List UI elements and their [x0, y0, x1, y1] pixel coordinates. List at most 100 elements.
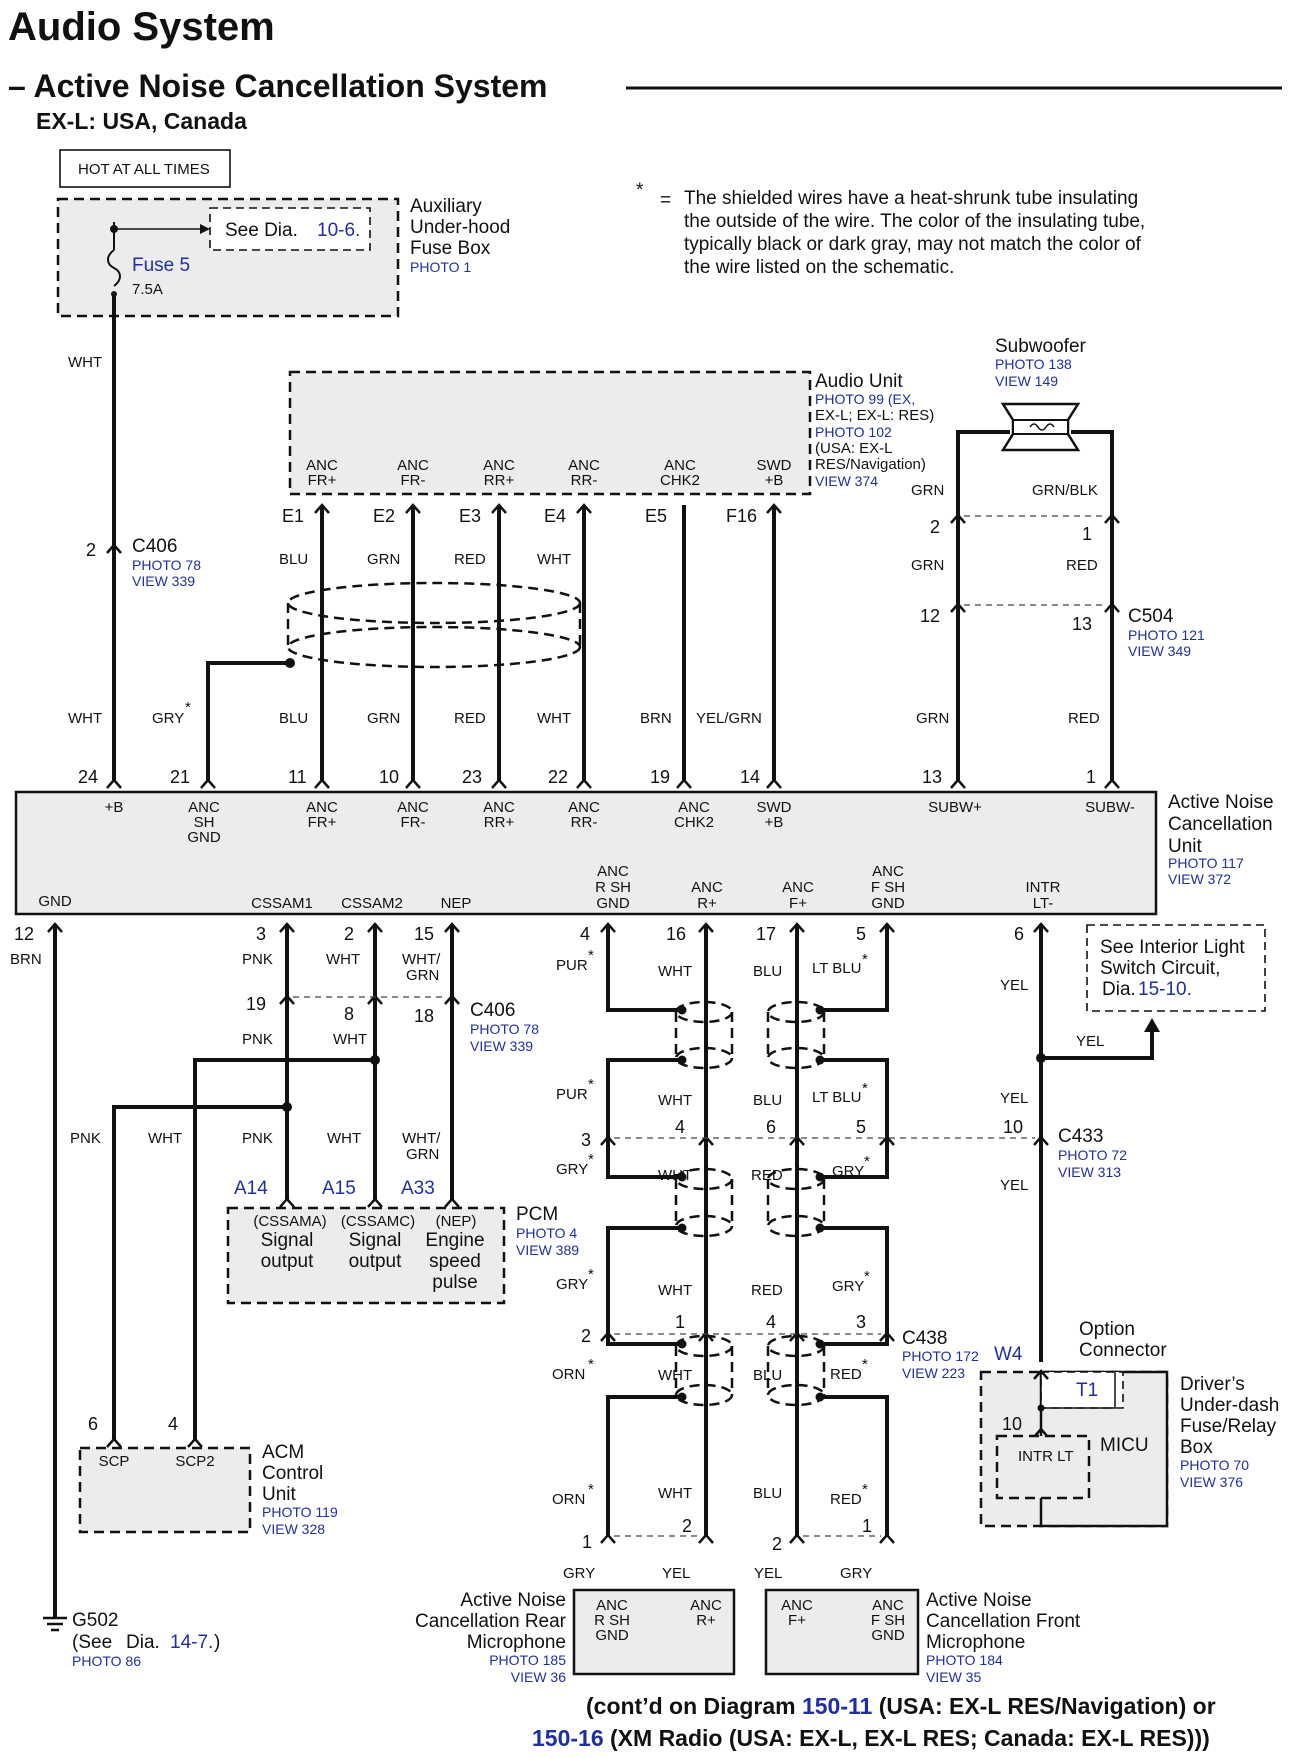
- page-subtitle: – Active Noise Cancellation System: [8, 68, 547, 104]
- svg-text:*: *: [636, 180, 644, 201]
- svg-text:GRY: GRY: [832, 1278, 864, 1295]
- svg-text:ANC: ANC: [397, 457, 429, 474]
- svg-text:PHOTO 86: PHOTO 86: [72, 1653, 141, 1669]
- svg-text:output: output: [261, 1251, 315, 1272]
- svg-text:Active Noise: Active Noise: [1168, 792, 1274, 813]
- svg-text:R SH: R SH: [594, 1612, 630, 1629]
- svg-text:PHOTO 121: PHOTO 121: [1128, 627, 1205, 643]
- twisted-shield-2: [674, 1167, 826, 1238]
- svg-text:RED: RED: [751, 1282, 783, 1299]
- svg-text:WHT: WHT: [658, 1485, 692, 1502]
- ground-icon: [43, 1616, 67, 1632]
- svg-text:12: 12: [14, 924, 34, 944]
- svg-text:1: 1: [1086, 767, 1096, 787]
- shielded-wire-note: The shielded wires have a heat-shrunk tu…: [684, 188, 1145, 278]
- svg-text:the outside of the wire. The: the outside of the wire. The color of th…: [684, 211, 1145, 232]
- svg-text:F+: F+: [788, 1612, 806, 1629]
- svg-text:*: *: [862, 1080, 868, 1097]
- svg-text:GND: GND: [187, 829, 221, 846]
- audio-unit-pins: E1 E2 E3 E4 E5 F16: [282, 506, 757, 526]
- svg-text:VIEW 223: VIEW 223: [902, 1365, 965, 1381]
- svg-text:GND: GND: [595, 1627, 629, 1644]
- svg-text:Under-dash: Under-dash: [1180, 1395, 1279, 1416]
- svg-text:Microphone: Microphone: [926, 1632, 1025, 1653]
- svg-text:WHT: WHT: [658, 1092, 692, 1109]
- svg-text:BLU: BLU: [753, 963, 782, 980]
- svg-text:The shielded wires have a heat: The shielded wires have a heat-shrunk tu…: [684, 188, 1138, 209]
- svg-text:SH: SH: [194, 814, 215, 831]
- svg-text:RR+: RR+: [484, 472, 515, 489]
- svg-text:ANC: ANC: [596, 1597, 628, 1614]
- interior-light-ref: [1086, 924, 1266, 1012]
- svg-text:18: 18: [414, 1006, 434, 1026]
- svg-text:LT-: LT-: [1033, 895, 1054, 912]
- svg-text:17: 17: [756, 924, 776, 944]
- svg-text:WHT/: WHT/: [402, 951, 441, 968]
- svg-text:RR+: RR+: [484, 814, 515, 831]
- svg-text:Switch Circuit,: Switch Circuit,: [1100, 958, 1220, 979]
- svg-text:19: 19: [246, 994, 266, 1014]
- svg-text:Driver’s: Driver’s: [1180, 1374, 1245, 1395]
- svg-text:Fuse Box: Fuse Box: [410, 238, 491, 259]
- svg-text:(See: (See: [72, 1632, 112, 1653]
- svg-text:BLU: BLU: [279, 551, 308, 568]
- twisted-shield-1: [674, 1000, 826, 1070]
- svg-text:LT BLU: LT BLU: [812, 1089, 861, 1106]
- svg-text:F SH: F SH: [871, 879, 905, 896]
- pcm-terminals: (CSSAMA) Signal output (CSSAMC) Signal o…: [253, 1213, 484, 1293]
- svg-text:pulse: pulse: [432, 1272, 477, 1293]
- twisted-shield-3: [674, 1334, 826, 1407]
- svg-text:GND: GND: [38, 893, 72, 910]
- svg-text:*: *: [864, 1153, 870, 1170]
- svg-text:FR-: FR-: [401, 814, 426, 831]
- svg-text:CHK2: CHK2: [674, 814, 714, 831]
- svg-text:GRN/BLK: GRN/BLK: [1032, 482, 1098, 499]
- svg-text:PHOTO 138: PHOTO 138: [995, 356, 1072, 372]
- svg-text:YEL: YEL: [754, 1565, 782, 1582]
- svg-text:Dia.: Dia.: [1102, 979, 1136, 1000]
- svg-text:SWD: SWD: [757, 799, 792, 816]
- svg-text:WHT: WHT: [148, 1130, 182, 1147]
- pcm-pin-a15: A15: [322, 1178, 356, 1199]
- mic-wire-colors: PUR* WHT BLU LT BLU* PUR* WHT BLU LT BLU…: [552, 947, 872, 1582]
- svg-text:19: 19: [650, 767, 670, 787]
- svg-text:GRN: GRN: [916, 710, 949, 727]
- svg-text:PCM: PCM: [516, 1204, 558, 1225]
- svg-text:R SH: R SH: [595, 879, 631, 896]
- audio-unit-terminals: ANC FR+ ANC FR- ANC RR+ ANC RR- ANC CHK2…: [306, 457, 791, 489]
- svg-text:GRY: GRY: [840, 1565, 872, 1582]
- svg-text:6: 6: [88, 1414, 98, 1434]
- svg-text:PHOTO 78: PHOTO 78: [470, 1021, 539, 1037]
- svg-text:YEL: YEL: [1000, 1090, 1028, 1107]
- interior-light-link[interactable]: 15-10.: [1138, 979, 1192, 1000]
- svg-text:RED: RED: [830, 1366, 862, 1383]
- svg-text:ANC: ANC: [483, 457, 515, 474]
- svg-text:PNK: PNK: [242, 951, 273, 968]
- svg-text:5: 5: [856, 1117, 866, 1137]
- svg-text:): ): [214, 1632, 220, 1653]
- ground-see-link[interactable]: 14-7.: [170, 1632, 213, 1653]
- svg-text:Box: Box: [1180, 1437, 1213, 1458]
- svg-text:BRN: BRN: [640, 710, 672, 727]
- svg-text:*: *: [185, 699, 191, 716]
- subwoofer-speaker-icon: [1000, 402, 1081, 452]
- svg-text:WHT: WHT: [658, 1282, 692, 1299]
- svg-text:2: 2: [772, 1534, 782, 1554]
- svg-text:See Dia.: See Dia.: [225, 220, 298, 241]
- svg-text:PHOTO 4: PHOTO 4: [516, 1225, 577, 1241]
- svg-text:1: 1: [675, 1312, 685, 1332]
- pcm: [226, 1206, 506, 1305]
- fuse-5-label: Fuse 5: [132, 255, 190, 276]
- svg-text:WHT: WHT: [68, 710, 102, 727]
- fusebox-see-link[interactable]: 10-6.: [317, 220, 360, 241]
- svg-text:(CSSAMA): (CSSAMA): [253, 1213, 326, 1230]
- audio-unit: [288, 370, 812, 496]
- svg-text:6: 6: [1014, 924, 1024, 944]
- svg-text:GRN: GRN: [911, 482, 944, 499]
- svg-text:ANC: ANC: [483, 799, 515, 816]
- svg-text:Cancellation Rear: Cancellation Rear: [415, 1611, 567, 1632]
- svg-text:12: 12: [920, 606, 940, 626]
- svg-text:GRN: GRN: [911, 557, 944, 574]
- page-title: Audio System: [8, 5, 275, 49]
- svg-text:PHOTO 99 (EX,: PHOTO 99 (EX,: [815, 391, 915, 407]
